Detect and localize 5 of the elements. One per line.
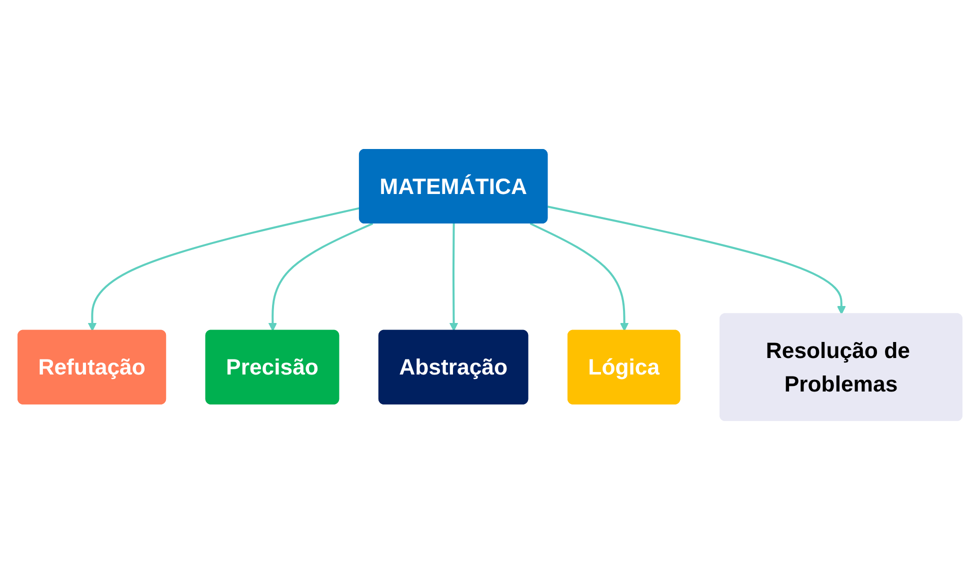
arrow <box>268 222 374 332</box>
arrow <box>449 224 458 332</box>
arrow <box>88 207 360 332</box>
arrow <box>530 222 629 332</box>
arrow <box>547 206 846 315</box>
